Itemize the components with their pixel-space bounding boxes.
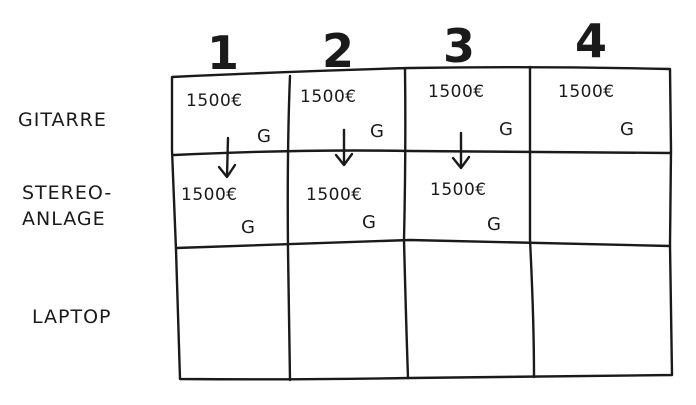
down-arrow-icon: [217, 136, 237, 179]
cell-r1-c1-price: 1500€: [181, 185, 238, 205]
row-label-line: GITARRE: [18, 109, 107, 131]
row-label-gitarre: GITARRE: [18, 108, 107, 134]
cell-r0-c2-item: G: [370, 121, 384, 142]
row-label-line: ANLAGE: [22, 207, 106, 230]
row-label-laptop: LAPTOP: [32, 305, 112, 331]
grid-row-line-2: [174, 238, 672, 250]
cell-r0-c4-item: G: [620, 119, 634, 140]
column-header-2: 2: [322, 24, 355, 78]
cell-r0-c4-price: 1500€: [558, 82, 615, 102]
column-header-1: 1: [207, 26, 240, 80]
row-label-stereoanlage: STEREO- ANLAGE: [22, 181, 112, 232]
column-header-4: 4: [575, 14, 608, 68]
row-label-line: LAPTOP: [32, 306, 112, 328]
cell-r0-c1-price: 1500€: [186, 91, 243, 111]
column-header-3: 3: [443, 19, 476, 73]
cell-r0-c3-price: 1500€: [428, 82, 485, 102]
cell-r1-c2-item: G: [362, 212, 376, 233]
down-arrow-icon: [334, 128, 354, 167]
cell-r0-c1-item: G: [257, 126, 271, 147]
cell-r1-c1-item: G: [241, 217, 255, 238]
grid-col-line-2: [402, 67, 410, 380]
cell-r1-c3-price: 1500€: [430, 180, 487, 200]
row-label-line: STEREO-: [22, 182, 113, 204]
grid-col-line-1: [286, 74, 292, 382]
cell-r0-c2-price: 1500€: [300, 87, 357, 107]
cell-r0-c3-item: G: [499, 119, 513, 140]
grid-col-line-3: [528, 65, 536, 379]
cell-r1-c3-item: G: [487, 214, 501, 235]
cell-r1-c2-price: 1500€: [306, 185, 363, 205]
grid-row-line-1: [172, 149, 672, 157]
down-arrow-icon: [451, 131, 471, 170]
grid-border: [170, 66, 674, 381]
